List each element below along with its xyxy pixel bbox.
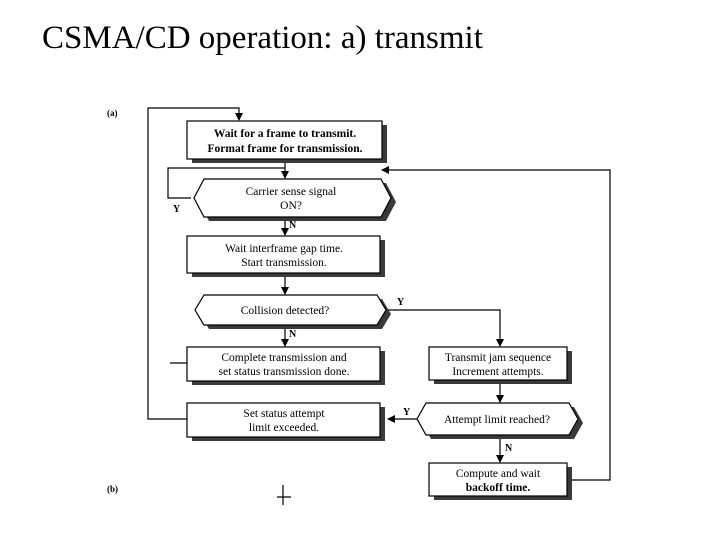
jam-line1: Transmit jam sequence (445, 352, 551, 364)
scan-artifact (277, 485, 291, 505)
wait-gap-line2: Start transmission. (241, 257, 327, 269)
label-collision-no: N (289, 329, 297, 340)
carrier-line2: ON? (280, 200, 302, 212)
loop-from-set-status (147, 107, 243, 420)
backoff-line1: Compute and wait (456, 468, 541, 480)
complete-line2: set status transmission done. (219, 366, 350, 378)
label-carrier-no: N (289, 220, 297, 231)
slide-title: CSMA/CD operation: a) transmit (42, 20, 483, 56)
edge-backoff-loop (381, 166, 611, 481)
node-wait-gap: Wait interframe gap time. Start transmis… (186, 235, 385, 277)
node-set-status: Set status attempt limit exceeded. (186, 402, 385, 441)
set-status-line1: Set status attempt (243, 408, 325, 420)
panel-label-a: (a) (107, 108, 118, 118)
label-carrier-yes: Y (173, 204, 181, 215)
label-limit-no: N (505, 443, 513, 454)
collision-line1: Collision detected? (241, 305, 329, 317)
node-backoff: Compute and wait backoff time. (428, 462, 572, 500)
node-carrier-sense: Carrier sense signal ON? (193, 178, 396, 221)
node-jam: Transmit jam sequence Increment attempts… (428, 346, 572, 384)
limit-line1: Attempt limit reached? (444, 414, 550, 426)
edge-carrier-yes (167, 167, 285, 199)
label-limit-yes: Y (403, 407, 411, 418)
label-collision-yes: Y (397, 297, 405, 308)
wait-frame-line2: Format frame for transmission. (207, 143, 362, 155)
wait-frame-line1: Wait for a frame to transmit. (214, 128, 356, 140)
complete-line1: Complete transmission and (221, 352, 346, 364)
node-limit-reached: Attempt limit reached? (416, 402, 583, 439)
edge-collision-yes (380, 309, 504, 347)
wait-gap-line1: Wait interframe gap time. (225, 243, 343, 255)
node-complete: Complete transmission and set status tra… (186, 346, 385, 385)
node-collision: Collision detected? (194, 294, 391, 329)
panel-label-b: (b) (107, 484, 118, 494)
set-status-line2: limit exceeded. (249, 422, 319, 434)
carrier-line1: Carrier sense signal (246, 186, 337, 198)
node-wait-frame: Wait for a frame to transmit. Format fra… (186, 120, 387, 163)
jam-line2: Increment attempts. (452, 366, 543, 378)
backoff-line2: backoff time. (466, 482, 531, 494)
